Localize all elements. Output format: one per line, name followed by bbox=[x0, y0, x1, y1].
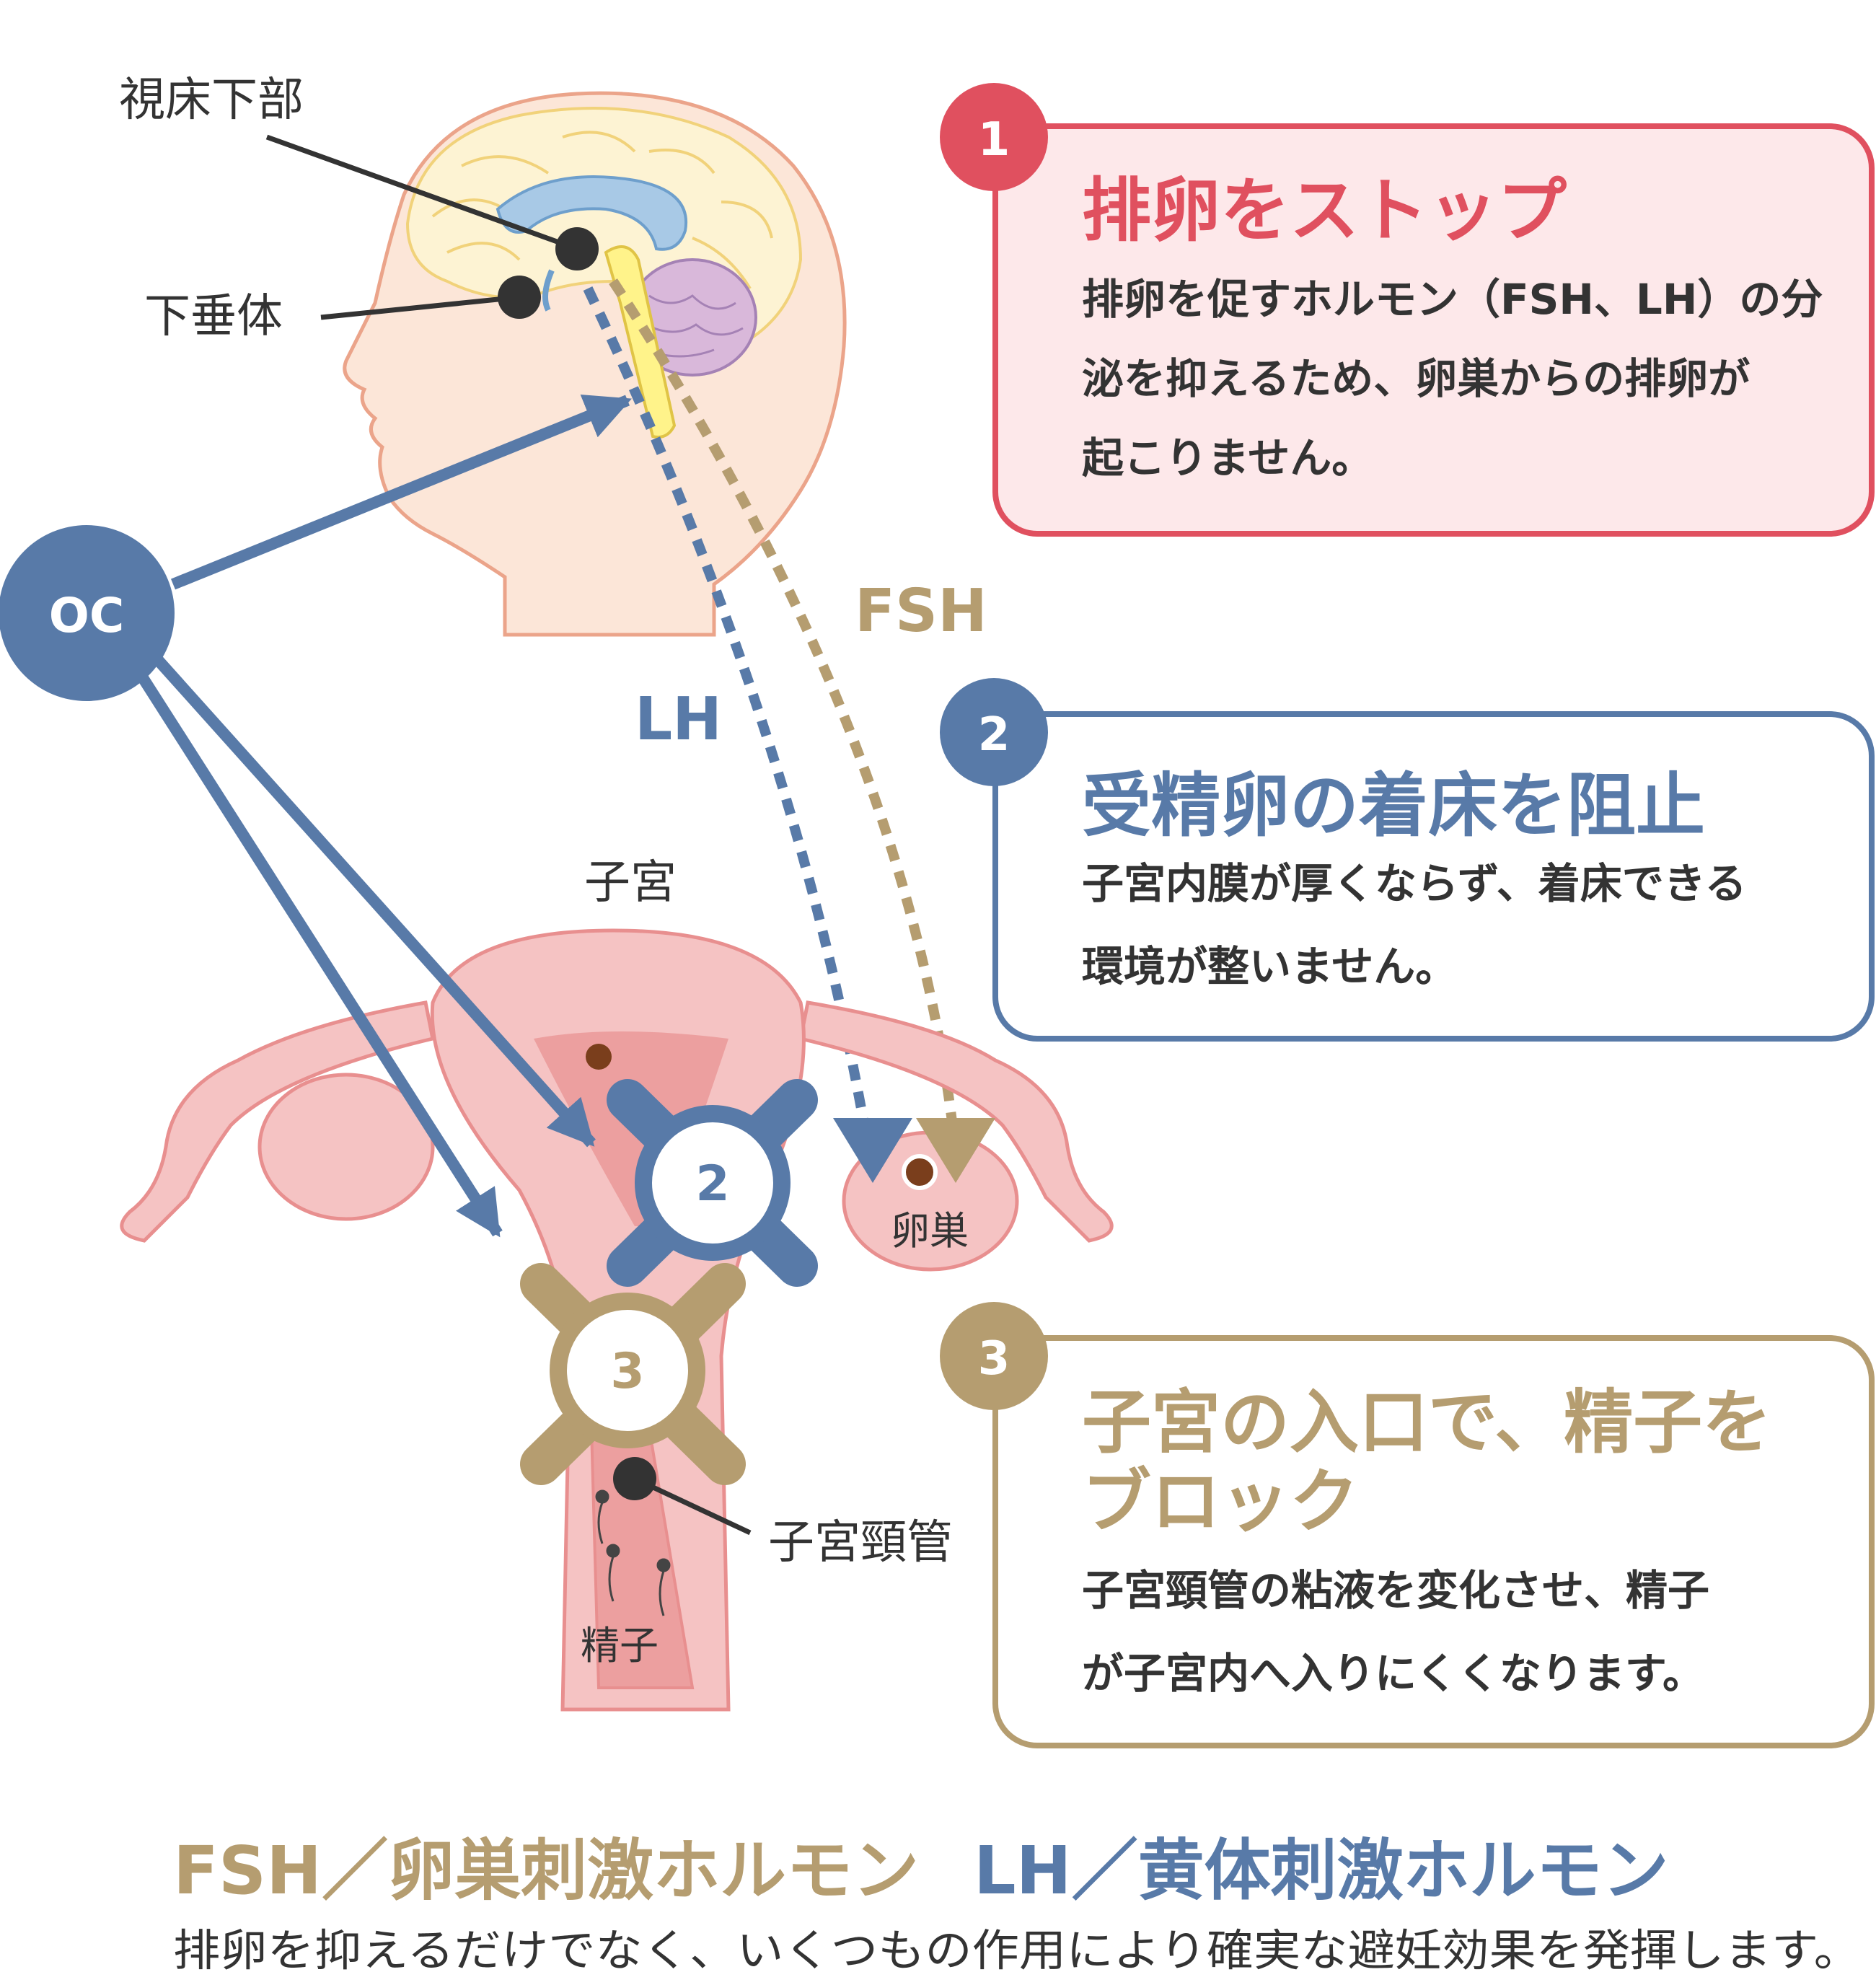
fsh-dotted-path bbox=[609, 278, 957, 1122]
egg-in-uterus bbox=[586, 1044, 612, 1070]
fsh-arrowhead bbox=[916, 1118, 995, 1183]
legend-lh: LH／黄体刺激ホルモン bbox=[974, 1832, 1669, 1909]
box-2-body-line-1: 子宮内膜が厚くならず、着床できる bbox=[1082, 859, 1747, 908]
lh-label: LH bbox=[635, 685, 722, 754]
sperm-label: 精子 bbox=[581, 1623, 659, 1668]
legend-fsh: FSH／卵巣刺激ホルモン bbox=[173, 1832, 919, 1909]
box-3-number: 3 bbox=[978, 1332, 1010, 1386]
hypothalamus-callout: 視床下部 bbox=[119, 74, 599, 270]
box-1-body-line-3: 起こりません。 bbox=[1082, 433, 1373, 483]
box-2-number: 2 bbox=[978, 708, 1010, 762]
cervical-canal-label: 子宮頸管 bbox=[768, 1516, 953, 1570]
box-3-body-line-2: が子宮内へ入りにくくなります。 bbox=[1082, 1649, 1704, 1698]
sperm-group bbox=[595, 1489, 671, 1616]
corpus-callosum bbox=[496, 175, 688, 251]
box-3-body-line-1: 子宮頸管の粘液を変化させ、精子 bbox=[1082, 1566, 1709, 1615]
box-1-title: 排卵をストップ bbox=[1082, 170, 1567, 251]
box-2-title: 受精卵の着床を阻止 bbox=[1082, 765, 1705, 846]
lh-dotted-path bbox=[583, 286, 871, 1134]
pituitary-label: 下垂体 bbox=[144, 290, 283, 343]
marker-3-blocked: 3 bbox=[520, 1263, 746, 1485]
brain-stem bbox=[604, 245, 677, 439]
marker-2-number: 2 bbox=[695, 1156, 729, 1212]
egg-in-ovary bbox=[902, 1154, 938, 1190]
info-box-2: 2 受精卵の着床を阻止 子宮内膜が厚くならず、着床できる 環境が整いません。 bbox=[940, 678, 1875, 1042]
lh-arrowhead bbox=[833, 1118, 912, 1183]
info-box-1: 1 排卵をストップ 排卵を促すホルモン（FSH、LH）の分 泌を抑えるため、卵巣… bbox=[940, 83, 1875, 537]
box-1-body-line-2: 泌を抑えるため、卵巣からの排卵が bbox=[1082, 354, 1750, 403]
oc-label: OC bbox=[49, 588, 125, 643]
marker-2-blocked: 2 bbox=[607, 1079, 818, 1287]
uterus-label: 子宮 bbox=[584, 856, 677, 910]
fsh-label: FSH bbox=[855, 577, 987, 646]
footer-note: 排卵を抑えるだけでなく、いくつもの作用により確実な避妊効果を発揮します。 bbox=[173, 1925, 1861, 1976]
left-ovary bbox=[257, 1073, 435, 1221]
box-3-title-line-1: 子宮の入口で、精子を bbox=[1082, 1382, 1771, 1463]
ovary-label: 卵巣 bbox=[891, 1208, 969, 1254]
box-1-number: 1 bbox=[978, 113, 1010, 167]
hypothalamus-label: 視床下部 bbox=[119, 74, 304, 127]
info-box-3: 3 子宮の入口で、精子を ブロック 子宮頸管の粘液を変化させ、精子 が子宮内へ入… bbox=[940, 1302, 1875, 1748]
oc-arrows bbox=[136, 394, 632, 1238]
box-2-body-line-2: 環境が整いません。 bbox=[1082, 942, 1457, 991]
box-1-body-line-1: 排卵を促すホルモン（FSH、LH）の分 bbox=[1082, 275, 1823, 324]
cervical-canal-callout: 子宮頸管 bbox=[613, 1457, 953, 1570]
marker-3-number: 3 bbox=[610, 1343, 644, 1400]
pituitary-callout: 下垂体 bbox=[144, 276, 541, 343]
oc-badge: OC bbox=[0, 525, 175, 701]
box-3-title-line-2: ブロック bbox=[1082, 1461, 1359, 1542]
